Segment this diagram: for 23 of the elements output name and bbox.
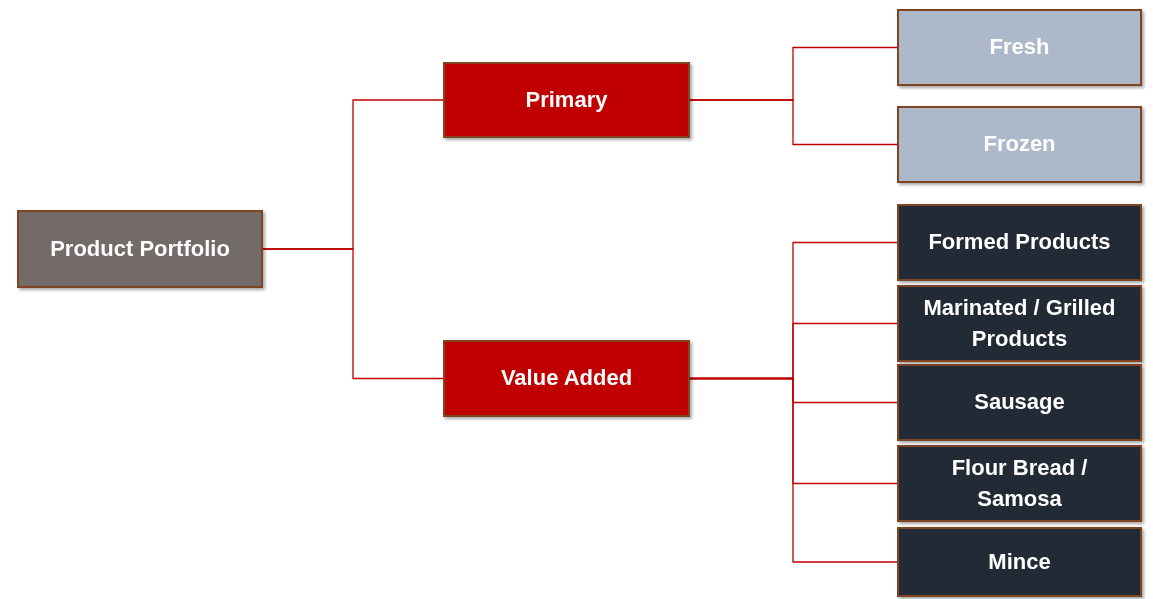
category-box (897, 285, 1142, 362)
connector-line (262, 248, 444, 380)
category-box (897, 106, 1142, 183)
category-label: Formed Products (928, 228, 1111, 257)
category-label: Product Portfolio (50, 234, 230, 263)
category-label: Mince (988, 547, 1051, 576)
category-label: Flour Bread / Samosa (950, 453, 1089, 513)
connector-line (689, 377, 898, 563)
category-label: Fresh (989, 33, 1050, 62)
category-box (443, 340, 690, 417)
category-box (17, 210, 263, 288)
category-label: Sausage (974, 388, 1065, 417)
category-label: Value Added (500, 364, 633, 393)
category-box (897, 527, 1142, 597)
category-label: Marinated / Grilled Products (922, 293, 1117, 353)
category-label: Primary (525, 85, 608, 114)
connector-line (689, 99, 898, 146)
category-box (897, 364, 1142, 441)
category-box (897, 9, 1142, 86)
category-box (897, 204, 1142, 281)
category-box (443, 62, 690, 138)
category-label: Frozen (983, 130, 1056, 159)
category-box (897, 445, 1142, 522)
